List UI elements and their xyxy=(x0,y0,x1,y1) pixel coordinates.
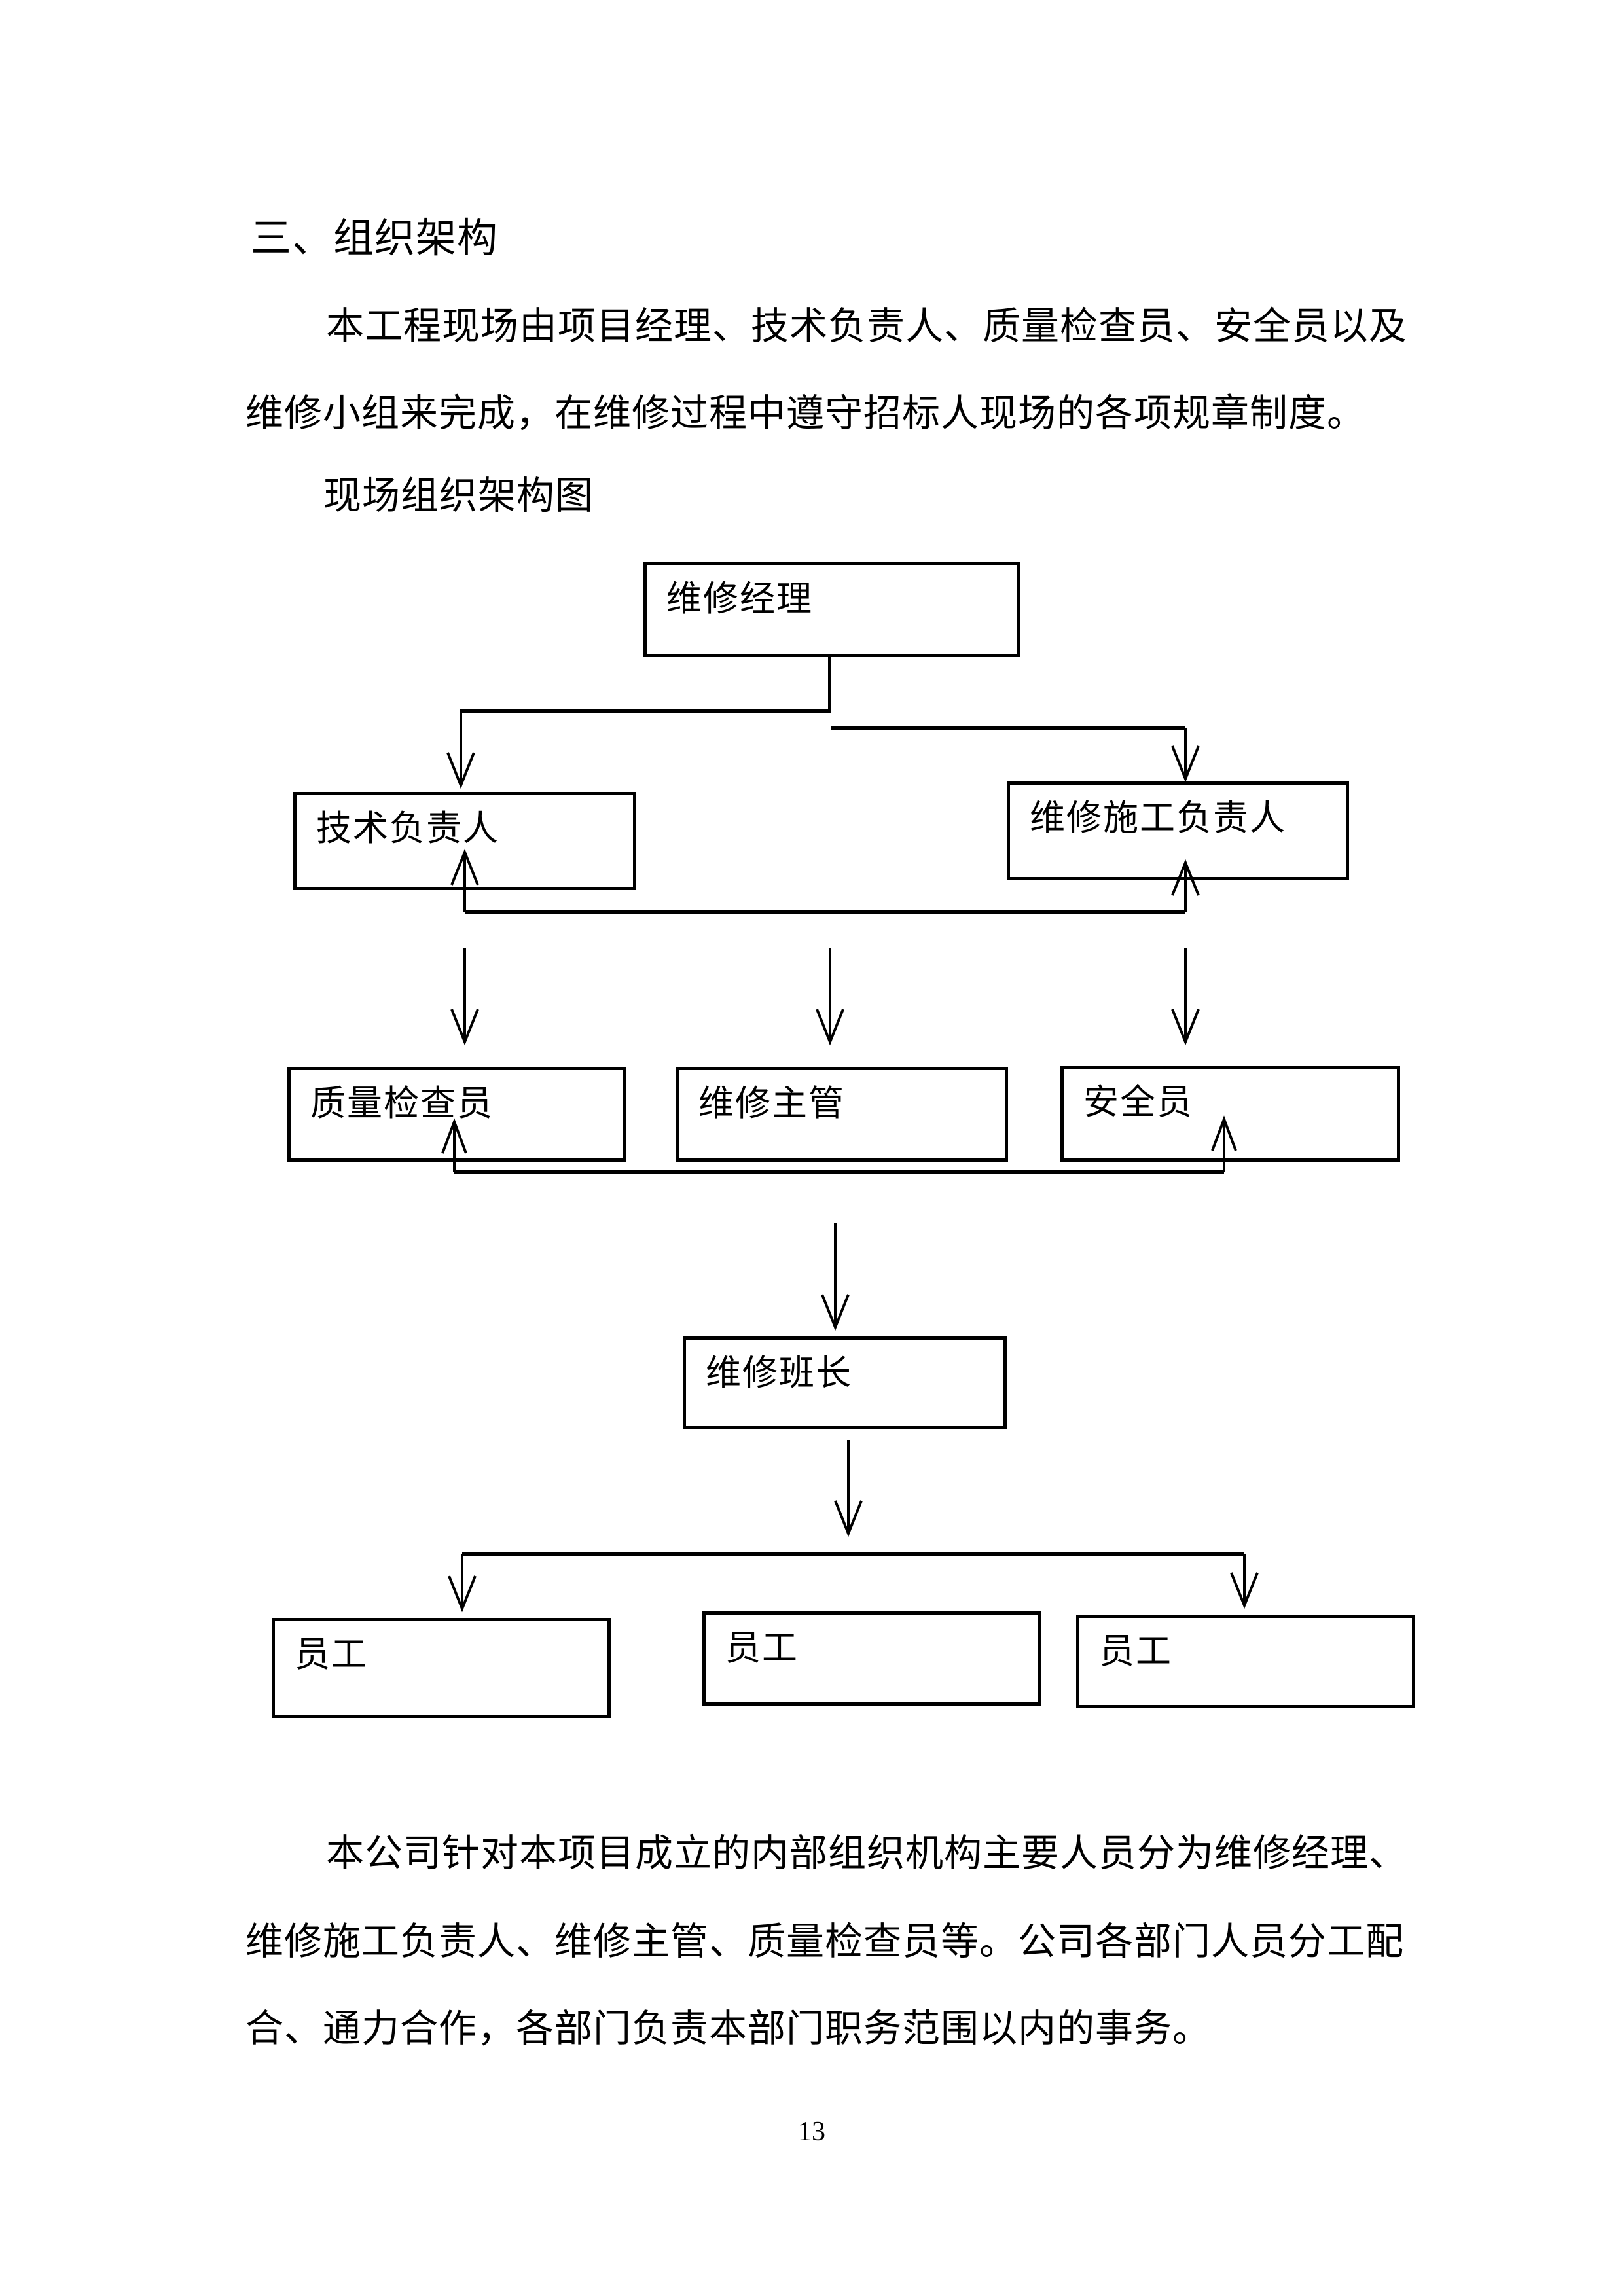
org-box-label: 员工 xyxy=(1099,1632,1172,1671)
org-box-staff-1: 员工 xyxy=(272,1618,611,1718)
org-box-label: 员工 xyxy=(725,1628,799,1668)
paragraph2-line3: 合、通力合作，各部门负责本部门职务范围以内的事务。 xyxy=(245,2007,1212,2050)
org-box-label: 维修班长 xyxy=(706,1354,852,1393)
paragraph1-line1: 本工程现场由项目经理、技术负责人、质量检查员、安全员以及 xyxy=(326,305,1408,348)
org-box-construction-director: 维修施工负责人 xyxy=(1007,781,1349,880)
arrow-to-staff-left xyxy=(448,1554,477,1613)
org-box-label: 安全员 xyxy=(1083,1083,1193,1122)
paragraph2-line2: 维修施工负责人、维修主管、质量检查员等。公司各部门人员分工配 xyxy=(245,1920,1405,1963)
org-box-team-leader: 维修班长 xyxy=(683,1336,1007,1429)
arrow-to-team-leader xyxy=(821,1223,850,1331)
arrowhead-down-icon xyxy=(1230,1572,1259,1609)
org-box-staff-2: 员工 xyxy=(702,1611,1041,1706)
arrow-to-quality-inspector xyxy=(450,948,479,1046)
org-box-staff-3: 员工 xyxy=(1076,1615,1415,1708)
org-box-technical-director: 技术负责人 xyxy=(293,792,636,890)
paragraph1-line2: 维修小组来完成，在维修过程中遵守招标人现场的各项规章制度。 xyxy=(245,392,1366,435)
arrowhead-down-icon xyxy=(1171,745,1200,783)
arrow-below-team-leader xyxy=(834,1440,863,1537)
org-box-label: 维修经理 xyxy=(666,579,813,619)
connector-manager-to-construction-director xyxy=(831,726,1200,783)
arrowhead-down-icon xyxy=(821,1294,850,1331)
org-box-quality-inspector: 质量检查员 xyxy=(287,1067,626,1162)
connector-manager-to-technical-director xyxy=(446,657,831,789)
arrow-to-safety-officer xyxy=(1171,948,1200,1046)
org-box-safety-officer: 安全员 xyxy=(1060,1066,1400,1162)
org-box-label: 维修主管 xyxy=(698,1084,845,1123)
org-chart-caption: 现场组织架构图 xyxy=(323,475,594,517)
paragraph2-line1: 本公司针对本项目成立的内部组织机构主要人员分为维修经理、 xyxy=(326,1832,1408,1874)
org-box-maintenance-supervisor: 维修主管 xyxy=(676,1067,1008,1162)
org-box-maintenance-manager: 维修经理 xyxy=(643,562,1020,657)
section-heading: 三、组织架构 xyxy=(251,217,499,261)
arrowhead-down-icon xyxy=(816,1009,844,1046)
org-box-label: 质量检查员 xyxy=(310,1084,494,1123)
arrowhead-down-icon xyxy=(450,1009,479,1046)
org-box-label: 技术负责人 xyxy=(316,809,499,848)
arrowhead-down-icon xyxy=(446,752,475,789)
arrow-to-maintenance-supervisor xyxy=(816,948,844,1046)
org-box-label: 员工 xyxy=(295,1635,368,1674)
arrowhead-down-icon xyxy=(448,1575,477,1613)
arrowhead-down-icon xyxy=(1171,1009,1200,1046)
page-number: 13 xyxy=(798,2117,825,2147)
org-box-label: 维修施工负责人 xyxy=(1030,798,1286,838)
arrowhead-down-icon xyxy=(834,1500,863,1537)
arrow-to-staff-right xyxy=(1230,1554,1259,1609)
